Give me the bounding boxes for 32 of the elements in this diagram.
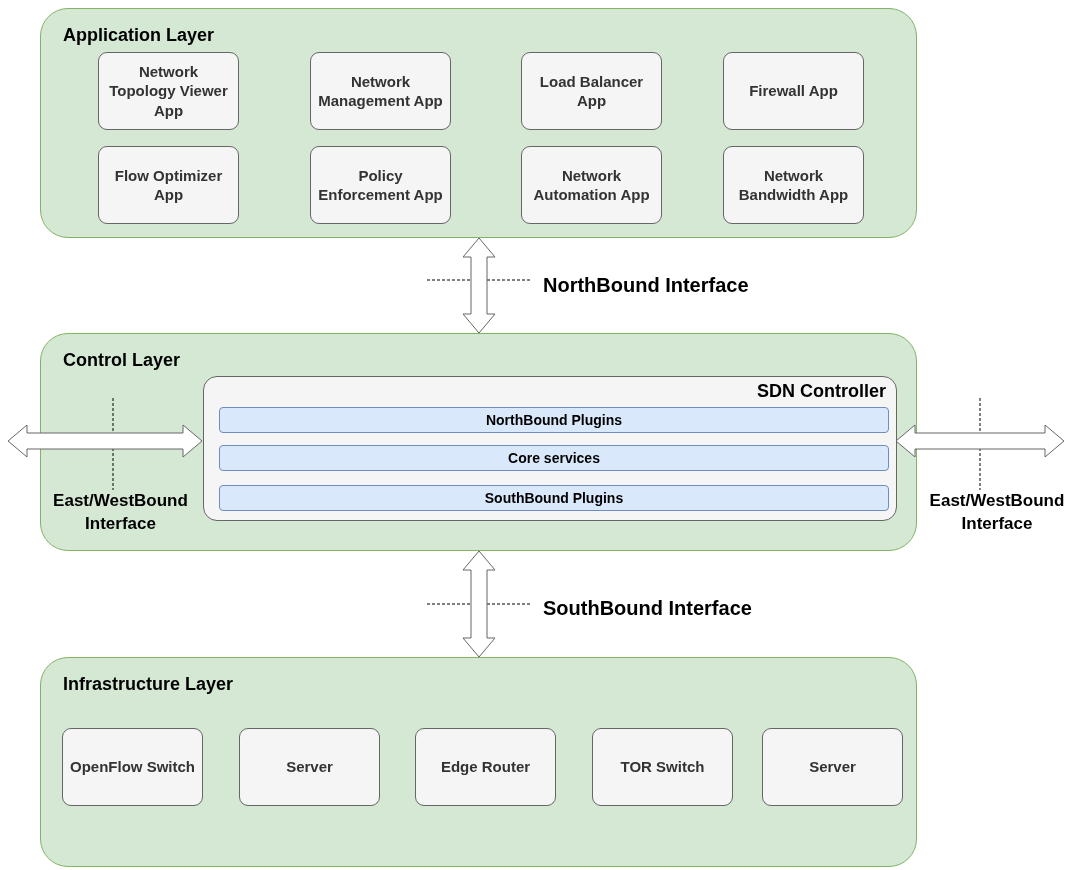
component-box: Server: [239, 728, 380, 806]
component-box: Server: [762, 728, 903, 806]
component-box: Network Topology Viewer App: [98, 52, 239, 130]
module-bar: Core services: [219, 445, 889, 471]
interface-label: NorthBound Interface: [543, 273, 749, 298]
component-box: Network Automation App: [521, 146, 662, 224]
component-box: Load Balancer App: [521, 52, 662, 130]
controller-panel: [203, 376, 897, 521]
component-box: Flow Optimizer App: [98, 146, 239, 224]
interface-label: SouthBound Interface: [543, 596, 752, 621]
component-box: TOR Switch: [592, 728, 733, 806]
component-box: Firewall App: [723, 52, 864, 130]
module-bar: SouthBound Plugins: [219, 485, 889, 511]
interface-label: East/WestBound Interface: [928, 490, 1066, 535]
interface-label: East/WestBound Interface: [52, 490, 189, 535]
layer-panel: [40, 657, 917, 867]
layer-title: Application Layer: [63, 25, 215, 46]
component-box: Edge Router: [415, 728, 556, 806]
double-block-arrow: [895, 424, 1065, 458]
double-block-arrow: [462, 550, 496, 658]
layer-title: Control Layer: [63, 350, 181, 371]
controller-title: SDN Controller: [757, 381, 886, 402]
layer-panel: [40, 8, 917, 238]
double-block-arrow: [7, 424, 203, 458]
component-box: Network Management App: [310, 52, 451, 130]
component-box: OpenFlow Switch: [62, 728, 203, 806]
component-box: Network Bandwidth App: [723, 146, 864, 224]
layer-panel: [40, 333, 917, 551]
layer-title: Infrastructure Layer: [63, 674, 234, 695]
component-box: Policy Enforcement App: [310, 146, 451, 224]
double-block-arrow: [462, 237, 496, 334]
module-bar: NorthBound Plugins: [219, 407, 889, 433]
